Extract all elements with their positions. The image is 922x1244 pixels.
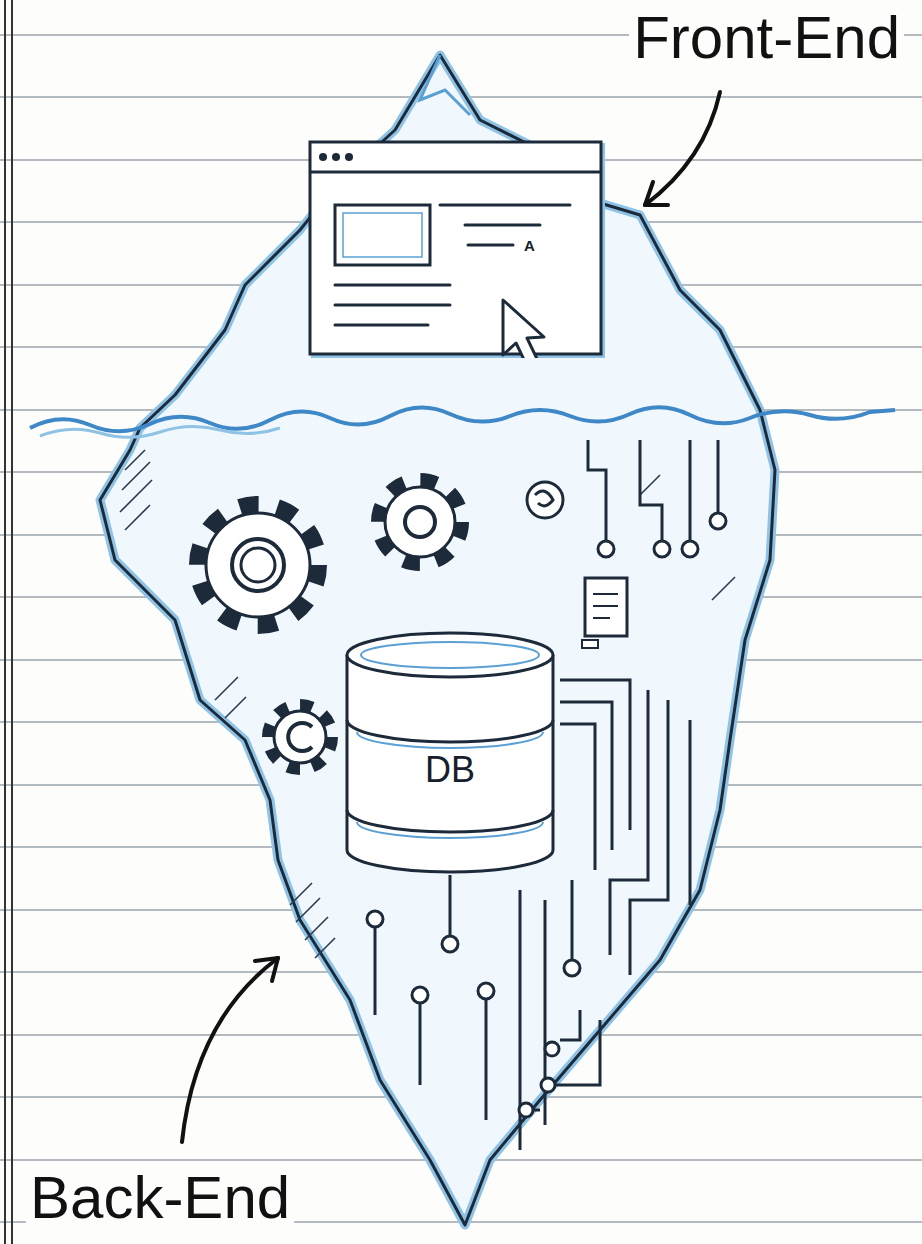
hatching bbox=[120, 450, 735, 958]
back-end-label: Back-End bbox=[26, 1166, 294, 1229]
database-cylinder: DB bbox=[343, 630, 557, 875]
circuit-chip bbox=[527, 482, 563, 518]
waterline-shade bbox=[40, 426, 280, 437]
iceberg-outline bbox=[100, 55, 775, 1225]
document-icon bbox=[582, 578, 627, 648]
iceberg-ink bbox=[100, 55, 775, 1225]
database-label: DB bbox=[425, 750, 475, 790]
front-end-label: Front-End bbox=[629, 6, 904, 69]
gear-large bbox=[198, 505, 318, 625]
cursor-letter: A bbox=[524, 238, 535, 255]
peak-shading bbox=[420, 55, 470, 115]
browser-shape bbox=[308, 140, 605, 358]
callout-arrows bbox=[182, 92, 720, 1142]
browser-window: A bbox=[308, 140, 605, 358]
gear-small bbox=[268, 705, 332, 769]
chip-scribble bbox=[535, 491, 553, 506]
margin-lines bbox=[5, 0, 12, 1244]
waterline bbox=[30, 407, 895, 431]
gear-medium bbox=[378, 480, 462, 564]
